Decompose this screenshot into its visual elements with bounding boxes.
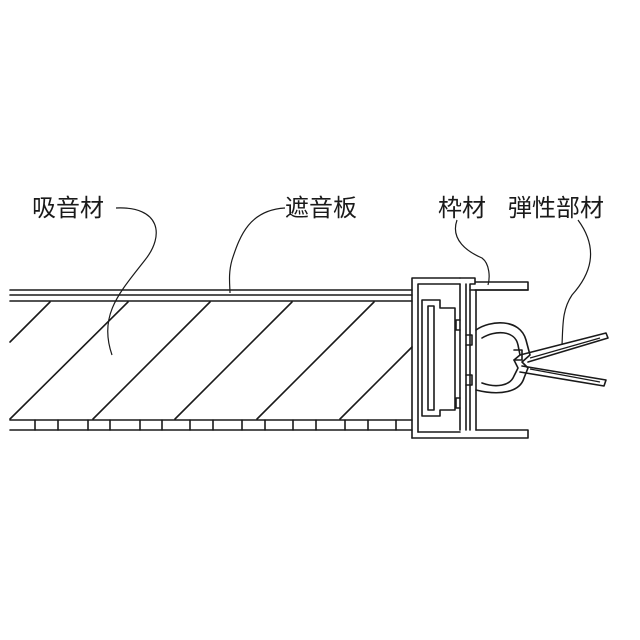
elastic-member bbox=[520, 333, 608, 386]
label-elastic: 弾性部材 bbox=[508, 194, 604, 222]
seal-holder bbox=[476, 323, 530, 393]
label-shield: 遮音板 bbox=[285, 194, 357, 222]
label-absorber: 吸音材 bbox=[32, 194, 104, 222]
leader-shield bbox=[230, 208, 286, 293]
sound-shield-plate bbox=[10, 290, 412, 301]
perforated-plate bbox=[35, 420, 396, 430]
label-frame: 枠材 bbox=[438, 194, 486, 222]
sound-absorber bbox=[10, 302, 412, 430]
leader-frame bbox=[455, 220, 489, 285]
frame-member bbox=[412, 278, 528, 438]
leader-absorber bbox=[108, 208, 157, 355]
leader-elastic bbox=[562, 220, 591, 345]
